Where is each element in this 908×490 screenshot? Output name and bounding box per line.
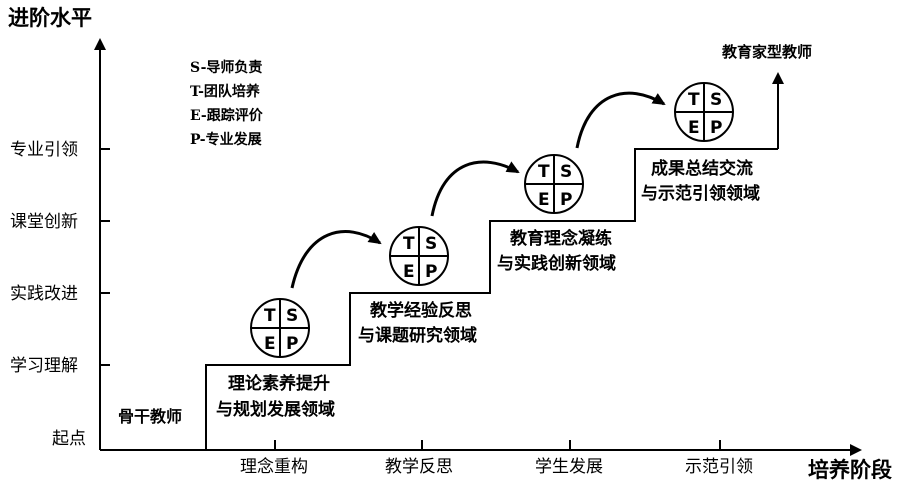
- stage-1-line2: 与规划发展领域: [216, 399, 335, 420]
- stage-2-line2: 与课题研究领域: [358, 325, 477, 346]
- tsep-e: E: [264, 334, 276, 354]
- legend-p: P-专业发展: [190, 131, 262, 148]
- stage-3-line1: 教育理念凝练: [509, 228, 612, 249]
- x-tick-label-reflection: 教学反思: [385, 457, 453, 477]
- tsep-s: S: [425, 234, 437, 254]
- stage-4-line1: 成果总结交流: [651, 158, 753, 179]
- y-tick-label-learning: 学习理解: [10, 356, 78, 376]
- legend-t: T-团队培养: [190, 83, 261, 100]
- y-tick-label-innovation: 课堂创新: [10, 212, 78, 232]
- goal-label: 教育家型教师: [721, 43, 812, 61]
- x-tick-label-demonstration: 示范引领: [685, 457, 753, 477]
- tsep-circle-4: T S E P: [674, 82, 734, 142]
- stage-3-line2: 与实践创新领域: [497, 253, 616, 274]
- tsep-p: P: [710, 118, 722, 138]
- y-tick-label-practice: 实践改进: [10, 284, 78, 304]
- stage-4-line2: 与示范引领领域: [641, 183, 760, 204]
- x-tick-label-student: 学生发展: [535, 457, 603, 477]
- tsep-t: T: [538, 162, 550, 182]
- tsep-s: S: [710, 90, 722, 110]
- curve-arrow-1: [290, 230, 382, 289]
- tsep-circle-2: T S E P: [389, 226, 449, 286]
- legend-e: E-跟踪评价: [190, 107, 264, 124]
- x-tick-label-concept: 理念重构: [240, 456, 308, 477]
- y-axis-title: 进阶水平: [8, 5, 92, 30]
- tsep-circle-1: T S E P: [250, 298, 310, 358]
- tsep-s: S: [286, 306, 298, 326]
- tsep-e: E: [688, 118, 700, 138]
- y-tick-label-leading: 专业引领: [10, 140, 78, 160]
- staircase-line: [205, 148, 778, 450]
- legend-s: S-导师负责: [190, 59, 262, 76]
- x-axis-title: 培养阶段: [808, 457, 892, 482]
- curve-arrow-3: [575, 91, 666, 149]
- tsep-e: E: [403, 262, 415, 282]
- tsep-circle-3: T S E P: [524, 154, 584, 214]
- tsep-s: S: [560, 162, 572, 182]
- stage-2-line1: 教学经验反思: [369, 300, 472, 321]
- base-label: 骨干教师: [118, 407, 182, 426]
- tsep-e: E: [538, 190, 550, 210]
- y-tick-label-start: 起点: [52, 429, 86, 449]
- tsep-p: P: [425, 262, 437, 282]
- curve-arrow-2: [430, 160, 520, 217]
- tsep-p: P: [286, 334, 298, 354]
- tsep-p: P: [560, 190, 572, 210]
- tsep-t: T: [264, 306, 276, 326]
- stage-1-line1: 理论素养提升: [228, 373, 330, 394]
- tsep-t: T: [688, 90, 700, 110]
- tsep-t: T: [403, 234, 415, 254]
